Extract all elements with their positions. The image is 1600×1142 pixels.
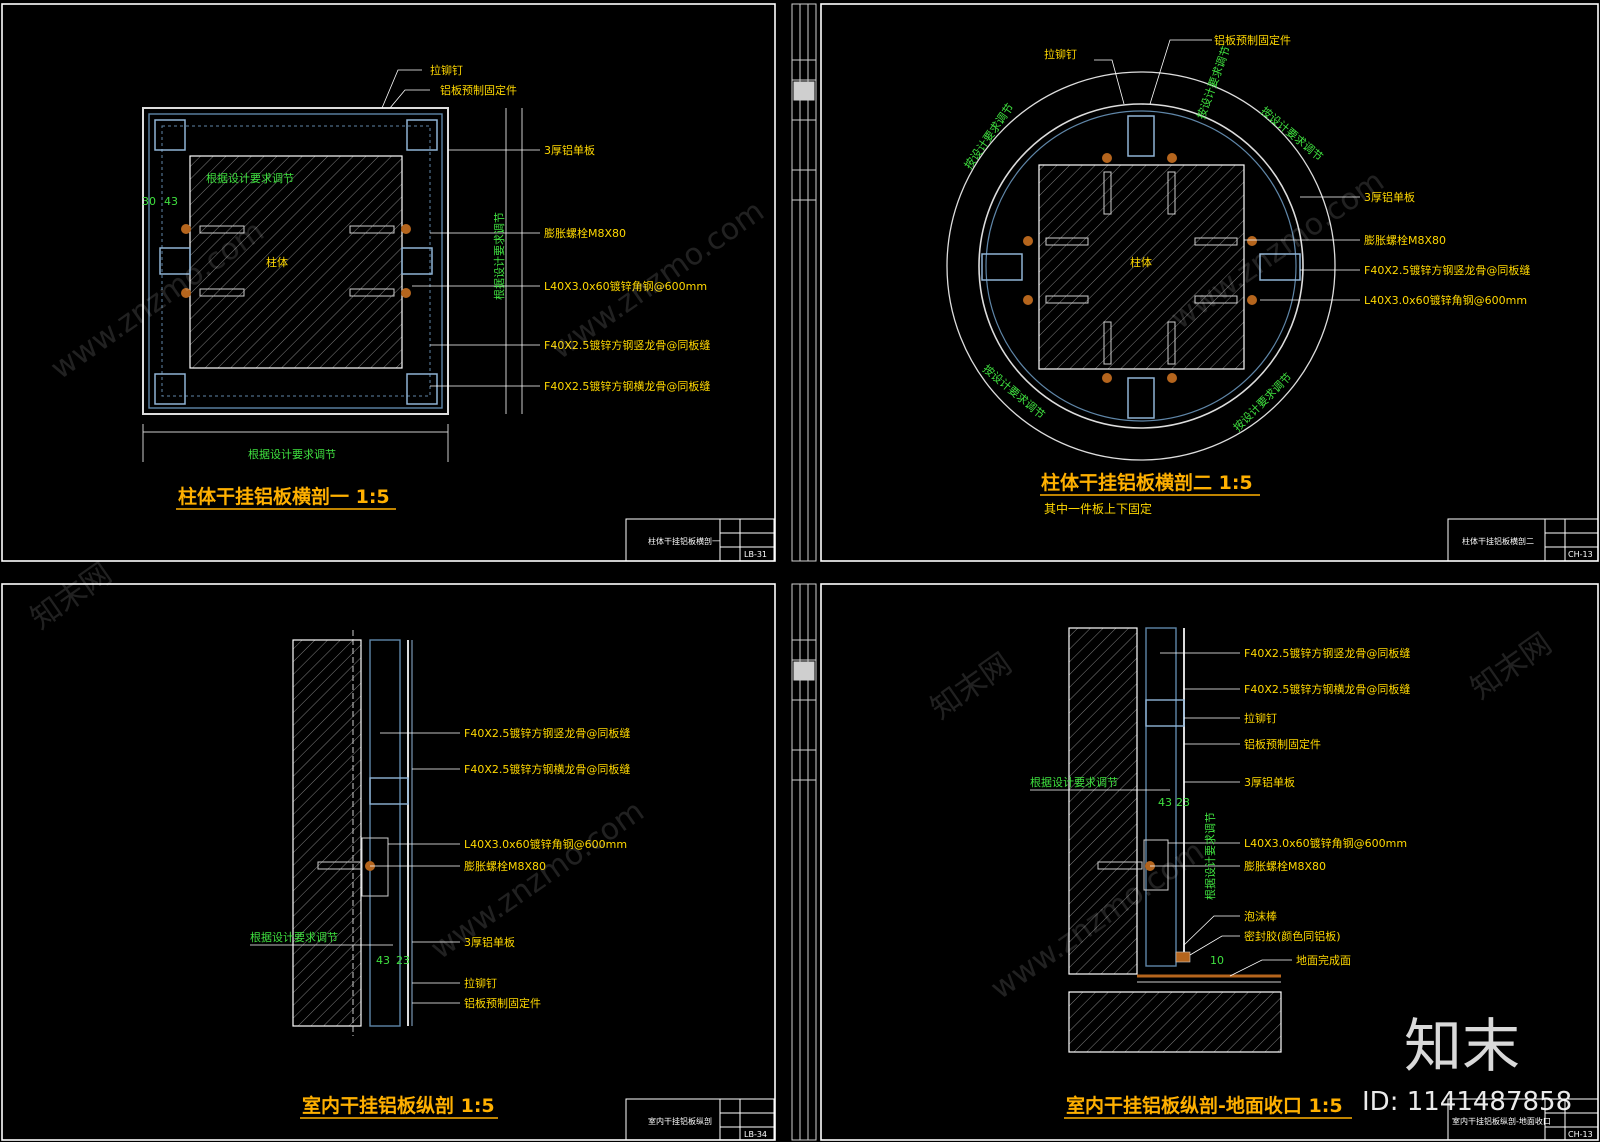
p2-label-column: 柱体	[1130, 255, 1152, 269]
title-block-2	[1447, 518, 1599, 562]
p3-title: 室内干挂铝板纵剖 1:5	[302, 1094, 495, 1117]
panel-3-drawing	[250, 630, 460, 1036]
p1-label-tube-v: F40X2.5镀锌方钢竖龙骨@同板缝	[544, 338, 710, 352]
title-block-2-name: 柱体干挂铝板横剖二	[1462, 536, 1534, 546]
title-block-4-number: CH-13	[1568, 1130, 1593, 1139]
p1-label-adjust-dim: 根据设计要求调节	[248, 447, 336, 461]
p1-leaders	[381, 69, 540, 387]
p2-subtitle: 其中一件板上下固定	[1044, 501, 1152, 516]
title-block-2-number: CH-13	[1568, 550, 1593, 559]
p4-label-rivet: 拉铆钉	[1244, 711, 1277, 725]
p2-label-angle: L40X3.0x60镀锌角钢@600mm	[1364, 293, 1527, 307]
sheet-frame-1	[1, 3, 776, 562]
p1-cladding-outline	[142, 107, 449, 415]
p1-label-rivet: 拉铆钉	[430, 63, 463, 77]
p3-label-plate: 3厚铝单板	[464, 935, 515, 949]
p3-label-bolt: 膨胀螺栓M8X80	[464, 859, 546, 873]
panel-1-drawing	[142, 69, 540, 462]
p1-label-plate: 3厚铝单板	[544, 143, 595, 157]
p1-title: 柱体干挂铝板横剖一 1:5	[178, 485, 390, 508]
p1-column-concrete	[189, 155, 403, 369]
p1-label-bolt: 膨胀螺栓M8X80	[544, 226, 626, 240]
p3-label-fixing: 铝板预制固定件	[464, 996, 541, 1010]
p1-keel-inner	[161, 125, 431, 397]
p2-outer-ring	[946, 71, 1336, 461]
p4-wall	[1068, 627, 1138, 975]
title-block-1-number: LB-31	[744, 550, 767, 559]
p1-keel-frame	[148, 113, 443, 409]
p1-anchor-bolts	[181, 224, 411, 298]
p4-dim-b: 23	[1176, 796, 1190, 809]
p2-label-rivet: 拉铆钉	[1044, 47, 1077, 61]
p3-leaders	[250, 732, 460, 1004]
binding-strips	[791, 3, 817, 1141]
panel-2-drawing	[946, 39, 1360, 461]
p1-label-tube-h: F40X2.5镀锌方钢横龙骨@同板缝	[544, 379, 710, 393]
p2-column-concrete	[1038, 164, 1245, 370]
p4-label-plate: 3厚铝单板	[1244, 775, 1295, 789]
p1-label-angle: L40X3.0x60镀锌角钢@600mm	[544, 279, 707, 293]
p4-label-adjust: 根据设计要求调节	[1030, 775, 1118, 789]
p4-title: 室内干挂铝板纵剖-地面收口 1:5	[1066, 1094, 1343, 1117]
p2-anchor-bolts	[1023, 153, 1257, 383]
sheet-frame-2	[820, 3, 1599, 562]
title-block-3-number: LB-34	[744, 1130, 767, 1139]
p1-label-column: 柱体	[266, 255, 288, 269]
p2-title: 柱体干挂铝板横剖二 1:5	[1041, 471, 1253, 494]
p1-label-fixing: 铝板预制固定件	[440, 83, 517, 97]
p3-label-adjust: 根据设计要求调节	[250, 930, 338, 944]
p2-label-plate: 3厚铝单板	[1364, 190, 1415, 204]
p3-dim-b: 23	[396, 954, 410, 967]
p3-label-tube-h: F40X2.5镀锌方钢横龙骨@同板缝	[464, 762, 630, 776]
p4-label-fixing: 铝板预制固定件	[1244, 737, 1321, 751]
p2-keel-ring	[985, 110, 1297, 422]
p4-label-foam: 泡沫棒	[1244, 909, 1277, 923]
p3-label-tube-v: F40X2.5镀锌方钢竖龙骨@同板缝	[464, 726, 630, 740]
p3-wall	[292, 639, 362, 1027]
watermark-logo: 知末	[1404, 1012, 1520, 1080]
watermark-id: ID: 1141487858	[1362, 1087, 1572, 1117]
p4-label-tube-v: F40X2.5镀锌方钢竖龙骨@同板缝	[1244, 646, 1410, 660]
p1-dim-b: 43	[164, 195, 178, 208]
p1-dim-a: 30	[142, 195, 156, 208]
title-block-1-name: 柱体干挂铝板横剖一	[648, 536, 720, 546]
p4-dim-a: 43	[1158, 796, 1172, 809]
sheet-frames	[1, 3, 1599, 1141]
p4-label-floor: 地面完成面	[1296, 953, 1351, 967]
p2-leaders	[1094, 39, 1360, 301]
p3-label-rivet: 拉铆钉	[464, 976, 497, 990]
p2-label-fixing: 铝板预制固定件	[1214, 33, 1291, 47]
p4-floor-slab	[1068, 991, 1282, 1053]
p4-label-adjust-vertical: 根据设计要求调节	[1203, 812, 1217, 900]
p3-dim-a: 43	[376, 954, 390, 967]
p2-label-tube: F40X2.5镀锌方钢竖龙骨@同板缝	[1364, 263, 1530, 277]
title-block-4-name: 室内干挂铝板纵剖-地面收口	[1452, 1116, 1551, 1126]
p2-cladding-ring	[978, 103, 1304, 429]
p2-label-bolt: 膨胀螺栓M8X80	[1364, 233, 1446, 247]
p4-keel	[1145, 627, 1177, 967]
p4-label-tube-h: F40X2.5镀锌方钢横龙骨@同板缝	[1244, 682, 1410, 696]
p1-label-adjust-bottom: 根据设计要求调节	[206, 171, 294, 185]
sheet-frame-4	[820, 583, 1599, 1141]
p3-keel	[369, 639, 401, 1027]
title-block-3-name: 室内干挂铝板纵剖	[648, 1116, 712, 1126]
p4-dim-c: 10	[1210, 954, 1224, 967]
p1-label-adjust-right: 根据设计要求调节	[492, 212, 506, 300]
title-block-1	[625, 518, 775, 562]
panel-4-drawing	[1030, 627, 1292, 1053]
p4-leaders	[1030, 652, 1292, 977]
p1-corner-tubes	[154, 119, 438, 405]
p4-label-sealant: 密封胶(颜色同铝板)	[1244, 929, 1341, 943]
p4-label-angle: L40X3.0x60镀锌角钢@600mm	[1244, 836, 1407, 850]
sheet-frame-3	[1, 583, 776, 1141]
title-block-3	[625, 1098, 775, 1141]
title-block-4	[1447, 1098, 1599, 1141]
p3-label-angle: L40X3.0x60镀锌角钢@600mm	[464, 837, 627, 851]
p2-keel-tubes	[981, 115, 1301, 419]
p4-label-bolt: 膨胀螺栓M8X80	[1244, 859, 1326, 873]
